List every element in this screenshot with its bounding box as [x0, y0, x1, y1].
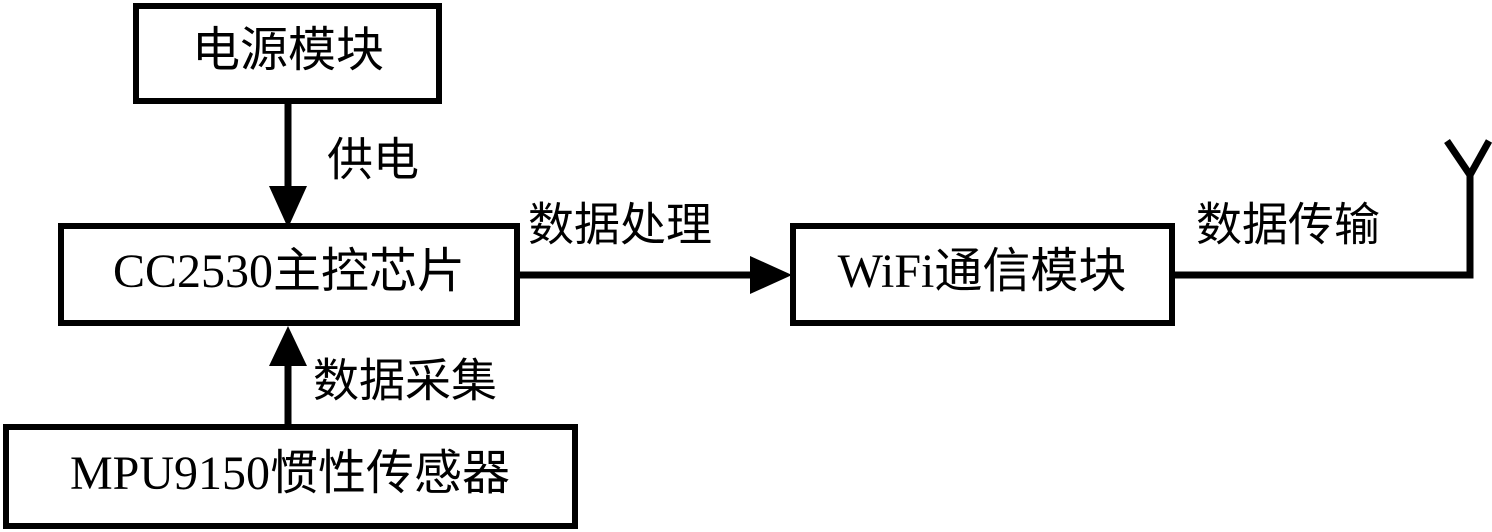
- antenna-icon: [1444, 139, 1492, 177]
- mcu-to-wifi-arrowhead: [750, 256, 792, 294]
- mpu9150-sensor-box[interactable]: [3, 424, 578, 529]
- wifi-to-antenna-line: [1175, 172, 1474, 279]
- edge-wifi-to-antenna: [1175, 172, 1474, 279]
- edge-power-to-mcu: [269, 104, 307, 228]
- cc2530-mcu-box[interactable]: [58, 223, 520, 326]
- sensor-to-mcu-arrowhead: [269, 326, 307, 366]
- node-cc2530-mcu[interactable]: CC2530主控芯片: [58, 223, 520, 326]
- wifi-module-box[interactable]: [790, 223, 1175, 326]
- wifi-module-label: WiFi通信模块: [838, 245, 1127, 298]
- node-mpu9150-sensor[interactable]: MPU9150惯性传感器: [3, 424, 578, 529]
- edge-mcu-to-wifi: [520, 256, 792, 294]
- antenna-right-arm: [1466, 139, 1492, 177]
- node-power-module[interactable]: 电源模块: [133, 3, 442, 104]
- power-to-mcu-arrowhead: [269, 186, 307, 228]
- power-module-box[interactable]: [133, 3, 442, 104]
- mpu9150-sensor-label: MPU9150惯性传感器: [70, 447, 510, 500]
- antenna-left-arm: [1444, 139, 1473, 177]
- edge-label-data-acquisition: 数据采集: [313, 356, 497, 407]
- edge-label-data-transmission: 数据传输: [1196, 200, 1380, 251]
- edge-label-data-processing: 数据处理: [528, 200, 712, 251]
- node-wifi-module[interactable]: WiFi通信模块: [790, 223, 1175, 326]
- edge-label-power-supply: 供电: [327, 135, 419, 186]
- power-module-label: 电源模块: [192, 24, 384, 77]
- edge-sensor-to-mcu: [269, 326, 307, 424]
- cc2530-mcu-label: CC2530主控芯片: [113, 245, 465, 298]
